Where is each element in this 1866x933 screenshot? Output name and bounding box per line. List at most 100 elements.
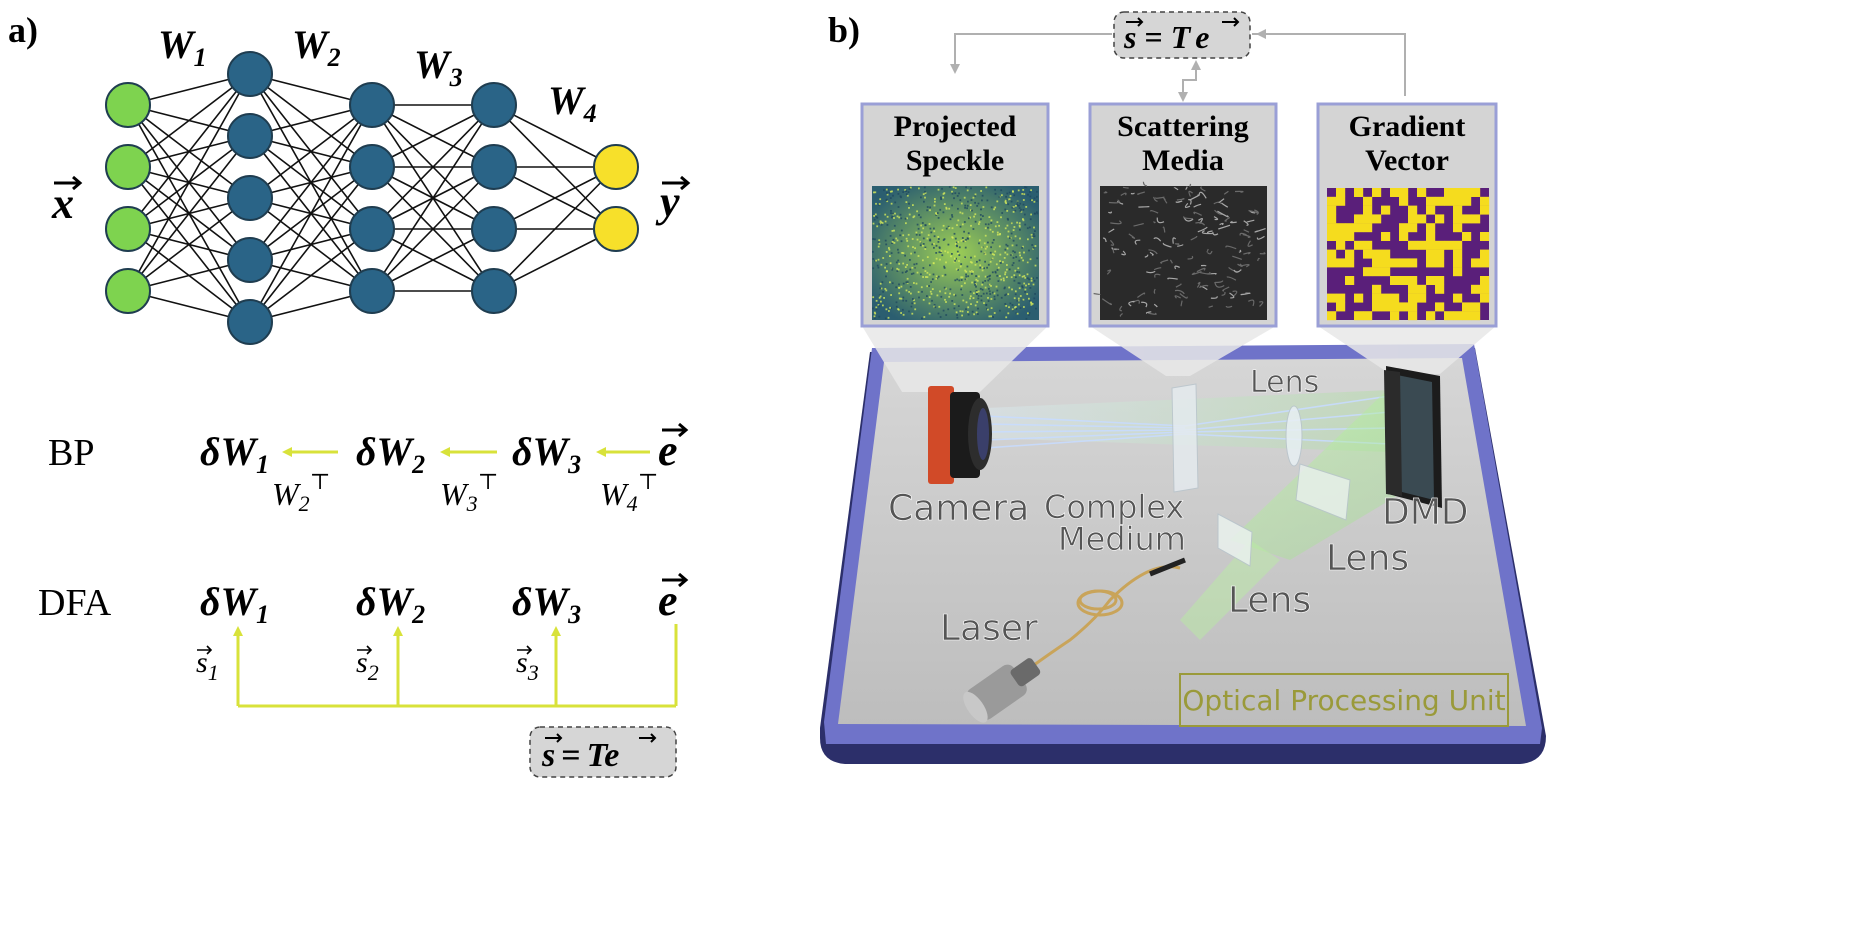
camera-label: Camera	[888, 488, 1029, 529]
speckle-dot	[1017, 299, 1020, 302]
speckle-dot	[974, 193, 977, 196]
speckle-dot	[969, 290, 972, 293]
speckle-dot	[964, 269, 967, 272]
speckle-dot	[886, 200, 889, 203]
binary-cell	[1426, 258, 1436, 268]
speckle-dot	[891, 215, 894, 218]
binary-cell	[1453, 258, 1463, 268]
scattering-fiber	[1242, 233, 1251, 238]
speckle-dot	[985, 292, 988, 295]
speckle-dot	[988, 290, 991, 293]
speckle-dot	[916, 223, 919, 226]
binary-cell	[1336, 188, 1346, 197]
speckle-dot	[886, 192, 888, 194]
speckle-dot	[885, 275, 887, 278]
speckle-dot	[987, 297, 989, 299]
network-edge	[127, 73, 251, 230]
speckle-dot	[1025, 186, 1028, 189]
speckle-dot	[926, 206, 929, 208]
speckle-dot	[890, 252, 893, 254]
binary-cell	[1327, 214, 1337, 224]
input-node	[105, 268, 151, 314]
speckle-dot	[935, 277, 938, 280]
speckle-dot	[917, 227, 920, 230]
speckle-dot	[928, 273, 931, 276]
speckle-dot	[993, 292, 996, 295]
input-node	[105, 144, 151, 190]
speckle-dot	[961, 276, 964, 279]
speckle-dot	[1023, 213, 1026, 216]
speckle-dot	[889, 262, 892, 265]
speckle-dot	[892, 212, 894, 215]
speckle-dot	[1036, 195, 1038, 198]
speckle-dot	[996, 289, 999, 292]
speckle-dot	[990, 246, 992, 249]
scattering-fiber	[1093, 292, 1101, 295]
speckle-dot	[954, 294, 957, 297]
scattering-fiber	[1213, 201, 1222, 205]
speckle-dot	[1033, 297, 1036, 300]
speckle-dot	[985, 304, 987, 306]
speckle-dot	[880, 263, 883, 266]
binary-pattern	[1327, 188, 1490, 321]
dfa-feedback-lines	[233, 624, 678, 708]
speckle-dot	[921, 317, 923, 320]
speckle-dot	[994, 270, 997, 273]
lens-bottom-label: Lens	[1228, 580, 1311, 621]
scattering-fiber	[1148, 249, 1158, 255]
binary-cell	[1408, 311, 1418, 321]
scattering-fiber	[1214, 281, 1225, 288]
binary-cell	[1480, 205, 1490, 215]
speckle-dot	[924, 190, 926, 193]
speckle-dot	[988, 287, 990, 290]
speckle-dot	[994, 225, 997, 228]
hidden-node	[471, 144, 517, 190]
speckle-dot	[919, 244, 922, 247]
speckle-dot	[1033, 235, 1036, 238]
speckle-dot	[894, 212, 896, 215]
scattering-fiber	[1177, 244, 1184, 247]
speckle-dot	[894, 201, 897, 204]
scattering-fiber	[1101, 298, 1113, 306]
speckle-dot	[928, 302, 931, 305]
speckle-dot	[990, 206, 993, 209]
speckle-dot	[914, 247, 916, 250]
speckle-dot	[999, 309, 1001, 312]
speckle-dot	[1027, 283, 1030, 285]
speckle-dot	[963, 230, 965, 233]
speckle-dot	[1020, 256, 1023, 259]
network-edge	[371, 104, 495, 292]
speckle-dot	[941, 274, 944, 277]
network-edge	[371, 104, 495, 230]
speckle-dot	[1022, 259, 1024, 262]
speckle-dot	[881, 281, 884, 284]
speckle-dot	[926, 295, 928, 297]
binary-cell	[1354, 293, 1364, 303]
speckle-dot	[1013, 274, 1016, 277]
speckle-dot	[924, 196, 926, 199]
scattering-fiber	[1156, 217, 1165, 224]
speckle-dot	[912, 216, 915, 219]
svg-text:s2: s2	[356, 646, 379, 685]
speckle-dot	[872, 238, 875, 240]
speckle-dot	[892, 194, 894, 197]
binary-cell	[1381, 258, 1391, 268]
speckle-dot	[986, 245, 988, 248]
binary-cell	[1354, 223, 1364, 233]
binary-cell	[1444, 311, 1454, 321]
scattering-fiber	[1197, 226, 1208, 233]
binary-cell	[1480, 293, 1490, 303]
speckle-dot	[992, 291, 994, 294]
speckle-dot	[1013, 297, 1016, 300]
binary-cell	[1336, 223, 1346, 233]
binary-cell	[1399, 302, 1409, 312]
equation-connectors	[950, 29, 1406, 102]
speckle-dot	[949, 288, 952, 291]
svg-text:δW3: δW3	[512, 429, 581, 479]
speckle-dot	[982, 281, 984, 284]
speckle-dot	[988, 283, 991, 286]
speckle-dot	[1035, 307, 1037, 310]
scattering-fiber	[1174, 265, 1180, 270]
speckle-dot	[956, 314, 958, 316]
